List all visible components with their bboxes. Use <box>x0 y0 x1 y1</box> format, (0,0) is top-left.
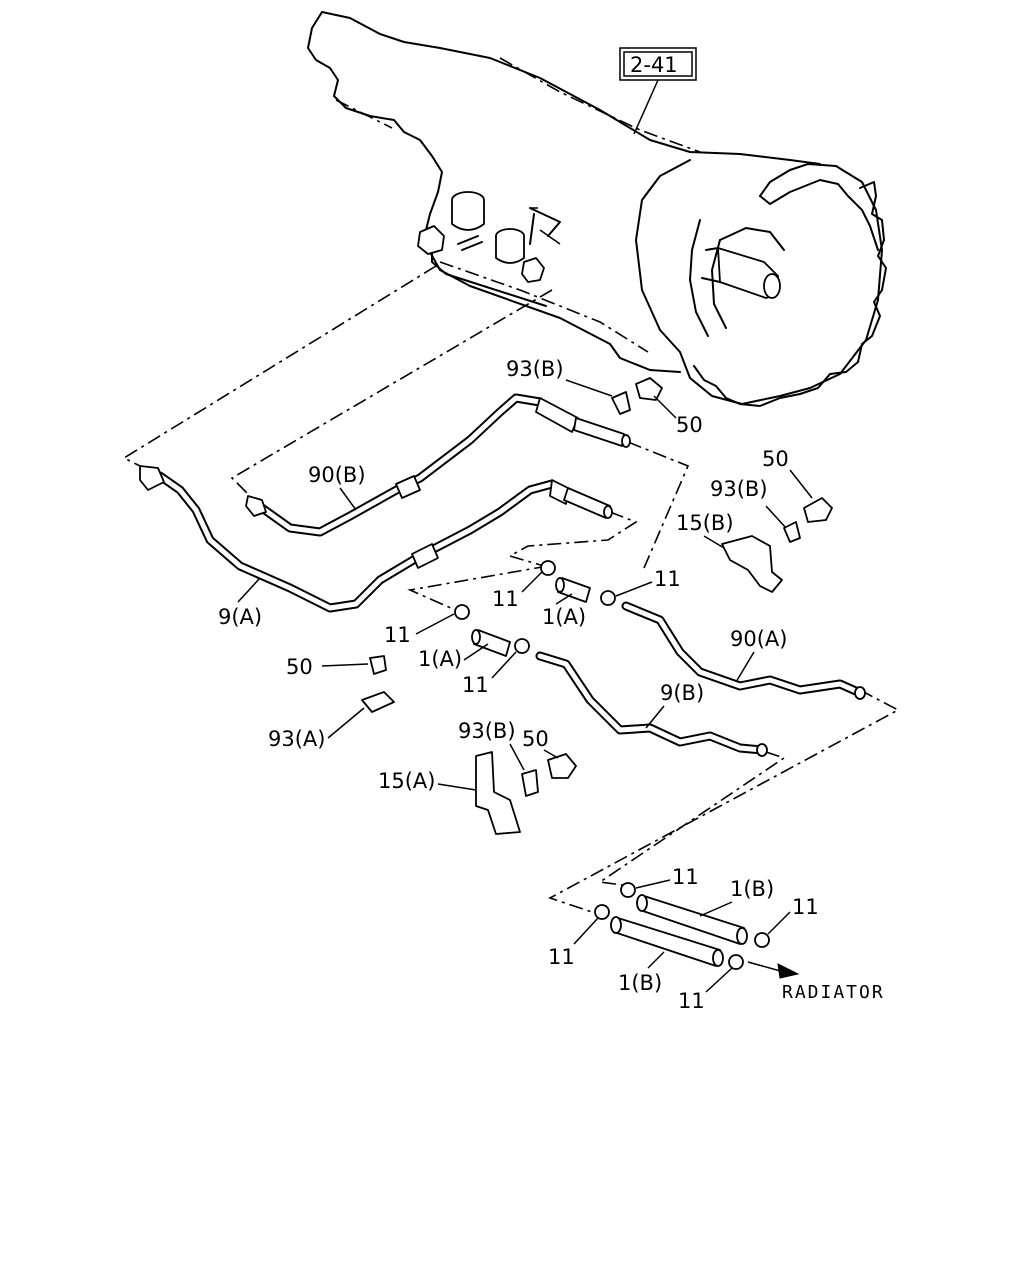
callout-1a-left: 1(A) <box>418 647 462 671</box>
callout-9b: 9(B) <box>660 681 704 705</box>
callouts: 93(B) 50 90(B) 50 93(B) 15(B) 9(A) 11 11… <box>218 357 819 1013</box>
callout-11-g: 11 <box>548 945 575 969</box>
callout-1b-top: 1(B) <box>730 877 774 901</box>
pipes <box>139 393 866 757</box>
callout-50-low: 50 <box>522 727 549 751</box>
brackets <box>361 377 833 835</box>
callout-50-right: 50 <box>762 447 789 471</box>
callout-1a-right: 1(A) <box>542 605 586 629</box>
transmission-housing <box>307 11 887 407</box>
hoses-1a <box>471 577 591 657</box>
reference-label: 2-41 <box>630 53 678 77</box>
radiator-direction: RADIATOR <box>747 961 885 1003</box>
radiator-label: RADIATOR <box>782 982 885 1003</box>
callout-93b-low: 93(B) <box>458 719 516 743</box>
callout-15b: 15(B) <box>676 511 734 535</box>
callout-93b-right: 93(B) <box>710 477 768 501</box>
callout-93b-top: 93(B) <box>506 357 564 381</box>
callout-11-e: 11 <box>672 865 699 889</box>
callout-11-a: 11 <box>492 587 519 611</box>
callout-90b: 90(B) <box>308 463 366 487</box>
hoses-1b <box>610 894 748 967</box>
callout-1b-bottom: 1(B) <box>618 971 662 995</box>
callout-11-d: 11 <box>462 673 489 697</box>
callout-50-top: 50 <box>676 413 703 437</box>
reference-box: 2-41 <box>619 47 697 135</box>
callout-11-b: 11 <box>654 567 681 591</box>
housing-fittings <box>417 191 561 283</box>
callout-11-h: 11 <box>678 989 705 1013</box>
callout-90a: 90(A) <box>730 627 787 651</box>
callout-11-c: 11 <box>384 623 411 647</box>
callout-9a: 9(A) <box>218 605 262 629</box>
callout-50-left: 50 <box>286 655 313 679</box>
clamps <box>454 560 770 970</box>
callout-93a: 93(A) <box>268 727 325 751</box>
callout-15a: 15(A) <box>378 769 435 793</box>
callout-11-f: 11 <box>792 895 819 919</box>
